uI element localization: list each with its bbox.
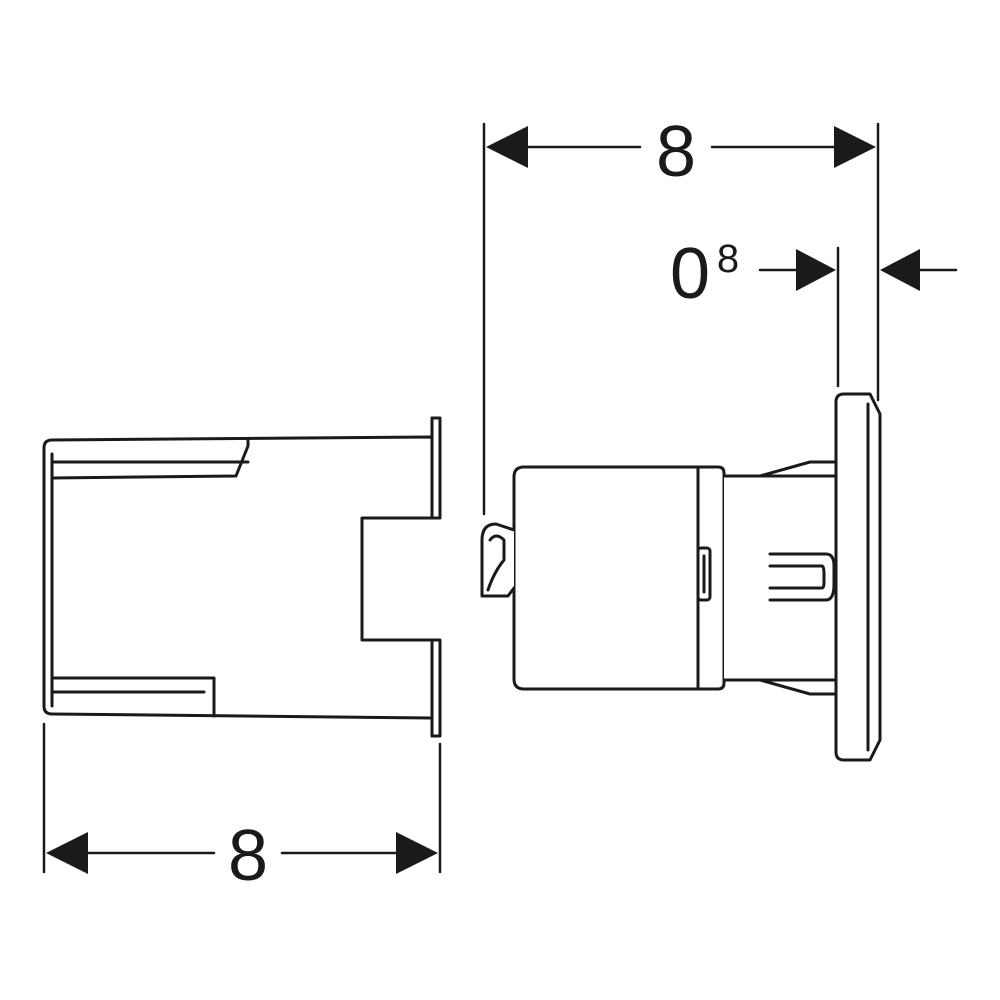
dimension-lines: [42, 122, 958, 874]
button-notch: [768, 552, 836, 602]
right-button-part: [480, 392, 882, 762]
button-body: [512, 465, 726, 691]
gap-dim-arrow-left: [796, 249, 836, 291]
gap-dim-arrow-right: [880, 249, 920, 291]
button-clip: [480, 522, 516, 598]
sleeve-top-groove: [50, 438, 250, 480]
sleeve-outline: [42, 435, 434, 720]
bottom-dim-arrow-right: [396, 832, 438, 874]
button-front-plate: [834, 392, 882, 762]
gap-dimension-base: 0: [670, 234, 710, 314]
dimension-arrowheads: [46, 126, 920, 874]
button-clip-inner: [486, 534, 506, 592]
button-neck-taper-bottom: [758, 678, 838, 696]
left-sleeve-part: [42, 416, 442, 738]
button-neck: [722, 474, 838, 682]
sleeve-bottom-groove: [50, 676, 216, 718]
top-dim-arrow-left: [486, 126, 528, 168]
bottom-dim-arrow-left: [46, 832, 88, 874]
gap-dimension-superscript: 8: [717, 237, 739, 281]
top-dimension-label: 8: [656, 112, 696, 192]
button-neck-taper-top: [758, 460, 838, 478]
bottom-dimension-label: 8: [228, 816, 268, 896]
top-dim-arrow-right: [834, 126, 876, 168]
